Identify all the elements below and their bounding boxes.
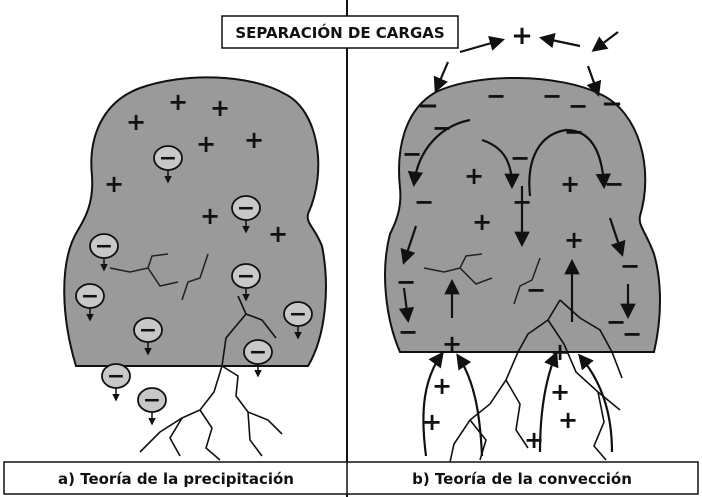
positive-charges-a: + + + + + + + + xyxy=(104,88,288,248)
plus-charge: + xyxy=(464,162,484,190)
plus-charge: + xyxy=(472,208,492,236)
minus-charge: − xyxy=(289,302,307,327)
negative-droplet: − xyxy=(231,263,261,302)
caption-bar xyxy=(3,461,699,495)
minus-charge: − xyxy=(95,234,113,259)
convection-arrows xyxy=(398,31,636,457)
falling-negative-droplets-a: −−−−−−−−−− xyxy=(75,145,313,426)
caption-precipitation: a) Teoría de la precipitación xyxy=(58,470,294,488)
minus-charge: − xyxy=(398,318,418,346)
inflow-arrow xyxy=(586,65,602,97)
inflow-arrow xyxy=(433,61,450,93)
minus-charge: − xyxy=(512,188,532,216)
panel-b-convection: + + + + + + + + + + + + − − − − − − − − … xyxy=(384,21,661,463)
lightning-a xyxy=(139,295,283,461)
panel-a-precipitation: + + + + + + + + −−−−−−−−−− xyxy=(63,76,327,461)
plus-charge: + xyxy=(511,21,533,51)
plus-charge: + xyxy=(422,408,442,436)
plus-charge: + xyxy=(168,88,188,116)
downdraft-arrow xyxy=(528,128,612,197)
minus-charge: − xyxy=(564,118,584,146)
negative-droplet: − xyxy=(153,145,183,184)
minus-charge: − xyxy=(237,196,255,221)
title-box xyxy=(221,15,459,49)
negative-droplet: − xyxy=(133,317,163,356)
minus-charge: − xyxy=(237,264,255,289)
minus-charge: − xyxy=(526,276,546,304)
positive-charges-b: + + + + + + + + + + + + xyxy=(422,21,584,454)
cloud-a-cracks xyxy=(109,253,209,301)
negative-droplet: − xyxy=(101,363,131,402)
minus-charge: − xyxy=(81,284,99,309)
plus-charge: + xyxy=(550,338,570,366)
negative-droplet: − xyxy=(137,387,167,426)
plus-charge: + xyxy=(524,426,544,454)
minus-charge: − xyxy=(107,364,125,389)
minus-charge: − xyxy=(249,340,267,365)
minus-charge: − xyxy=(604,170,624,198)
negative-droplet: − xyxy=(243,339,273,378)
updraft-arrow xyxy=(538,351,559,453)
plus-charge: + xyxy=(196,130,216,158)
minus-charge: − xyxy=(417,91,439,121)
minus-charge: − xyxy=(622,320,642,348)
minus-charge: − xyxy=(568,92,588,120)
plus-charge: + xyxy=(564,226,584,254)
downdraft-arrow xyxy=(481,138,520,190)
plus-charge: + xyxy=(560,170,580,198)
minus-charge: − xyxy=(402,140,422,168)
updraft-arrow xyxy=(578,353,614,453)
plus-charge: + xyxy=(210,94,230,122)
outflow-arrow xyxy=(538,33,581,49)
plus-charge: + xyxy=(200,202,220,230)
plus-charge: + xyxy=(550,378,570,406)
minus-charge: − xyxy=(510,144,530,172)
negative-droplet: − xyxy=(75,283,105,322)
cloud-a xyxy=(63,76,327,367)
downdraft-arrow xyxy=(608,217,626,257)
outflow-arrow xyxy=(459,35,505,54)
plus-charge: + xyxy=(126,108,146,136)
downdraft-arrow xyxy=(407,118,471,188)
plus-charge: + xyxy=(104,170,124,198)
minus-charge: − xyxy=(396,268,416,296)
inflow-arrow xyxy=(591,31,619,52)
plus-charge: + xyxy=(244,126,264,154)
minus-charge: − xyxy=(143,388,161,413)
negative-droplet: − xyxy=(283,301,313,340)
plus-charge: + xyxy=(268,220,288,248)
updraft-arrow xyxy=(456,353,484,457)
updraft-arrow xyxy=(422,351,444,457)
minus-charge: − xyxy=(620,252,640,280)
lightning-b xyxy=(449,299,623,463)
downdraft-arrow xyxy=(400,225,418,265)
minus-charge: − xyxy=(414,188,434,216)
cloud-b-cracks xyxy=(423,253,541,305)
minus-charge: − xyxy=(601,89,623,119)
minus-charge: − xyxy=(432,114,452,142)
negative-droplet: − xyxy=(231,195,261,234)
plus-charge: + xyxy=(558,406,578,434)
minus-charge: − xyxy=(159,146,177,171)
plus-charge: + xyxy=(442,330,462,358)
plus-charge: + xyxy=(432,372,452,400)
negative-charges-b: − − − − − − − − − − − − − − − − − − xyxy=(396,82,642,348)
diagram-title: SEPARACIÓN DE CARGAS xyxy=(235,23,444,42)
minus-charge: − xyxy=(542,82,562,110)
minus-charge: − xyxy=(606,308,626,336)
caption-convection: b) Teoría de la convección xyxy=(412,470,632,488)
minus-charge: − xyxy=(139,318,157,343)
downdraft-arrow xyxy=(398,287,415,324)
minus-charge: − xyxy=(486,82,506,110)
negative-droplet: − xyxy=(89,233,119,272)
